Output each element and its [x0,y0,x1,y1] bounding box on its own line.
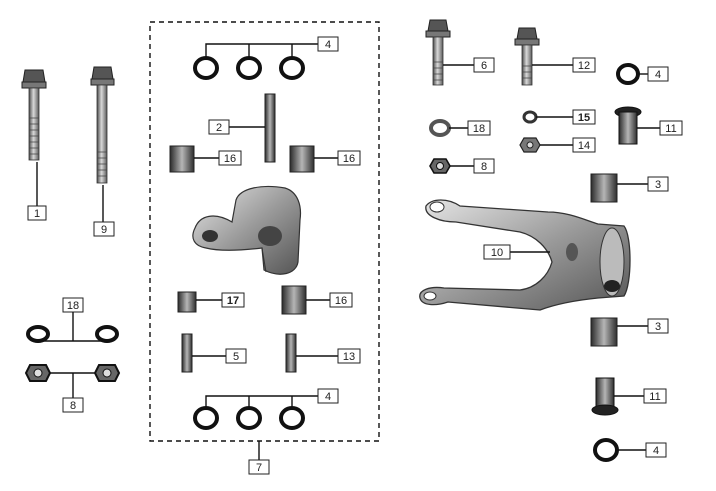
sleeve-11-bottom [591,377,619,416]
callout-3-bottom: 3 [647,318,669,334]
bolt-12 [514,27,540,86]
svg-text:6: 6 [481,60,487,72]
svg-text:5: 5 [233,351,239,363]
leader-18-left [41,312,103,342]
washer-18-left-b [95,325,119,343]
callout-16-c: 16 [329,292,353,308]
leader-4-top [205,43,318,60]
svg-text:14: 14 [578,140,590,152]
callout-7: 7 [248,459,270,475]
callout-14: 14 [572,137,596,153]
callout-5: 5 [225,348,247,364]
svg-text:10: 10 [491,247,503,259]
sleeve-11-top [614,106,642,145]
svg-text:4: 4 [325,391,331,403]
callout-6: 6 [473,57,495,73]
bushing-3-bottom [590,317,618,347]
bolt-1 [21,69,47,161]
nut-8-left-a [24,364,52,382]
svg-text:4: 4 [655,69,661,81]
callout-8-left: 8 [62,397,84,413]
callout-8-right: 8 [473,158,495,174]
nut-8-right [429,158,451,174]
svg-text:13: 13 [343,351,355,363]
callout-3-top: 3 [647,176,669,192]
washer-18-left-a [26,325,50,343]
callout-4-right-bottom: 4 [645,442,667,458]
callout-16-a: 16 [218,150,242,166]
nut-8-left-b [93,364,121,382]
callout-11-top: 11 [659,120,683,136]
svg-text:8: 8 [70,400,76,412]
washer-4-top-b [236,56,262,80]
pin-2 [264,93,276,163]
svg-text:16: 16 [343,153,355,165]
svg-text:16: 16 [224,153,236,165]
washer-4-bottom-a [193,406,219,430]
washer-4-right-top [616,63,640,85]
washer-15 [522,110,538,124]
svg-text:11: 11 [665,123,676,135]
leader-4-bottom [205,395,318,410]
svg-text:7: 7 [256,462,262,474]
svg-text:18: 18 [473,123,485,135]
svg-text:15: 15 [578,112,590,124]
bushing-17 [177,291,197,313]
svg-text:1: 1 [34,208,40,220]
washer-4-bottom-b [236,406,262,430]
bushing-16-c [281,285,307,315]
washer-4-bottom-c [279,406,305,430]
washer-4-right-bottom [593,438,619,462]
bushing-16-a [169,145,195,173]
nut-14 [519,137,541,153]
callout-18-right: 18 [467,120,491,136]
leader-8-left [50,372,95,398]
callout-16-b: 16 [337,150,361,166]
svg-text:12: 12 [578,60,590,72]
callout-13: 13 [337,348,361,364]
svg-text:8: 8 [481,161,487,173]
svg-text:4: 4 [653,445,659,457]
svg-text:11: 11 [649,391,660,403]
callout-9: 9 [93,221,115,237]
svg-text:3: 3 [655,321,661,333]
callout-1: 1 [27,205,47,221]
shock-linkage-fork [419,199,631,311]
callout-2: 2 [208,119,230,135]
svg-text:18: 18 [67,300,79,312]
bushing-3-top [590,173,618,203]
washer-4-top-a [193,56,219,80]
svg-text:3: 3 [655,179,661,191]
callout-4-top: 4 [317,36,339,52]
rocker-arm [192,185,302,275]
pin-5 [181,333,193,373]
bushing-16-b [289,145,315,173]
callout-11-bottom: 11 [643,388,667,404]
pin-13 [285,333,297,373]
callout-17: 17 [221,292,245,308]
callout-10: 10 [483,244,511,260]
callout-12: 12 [572,57,596,73]
svg-text:4: 4 [325,39,331,51]
bolt-9 [90,66,115,184]
callout-18-left: 18 [62,297,84,313]
bolt-6 [425,19,451,86]
svg-text:16: 16 [335,295,347,307]
svg-text:9: 9 [101,224,107,236]
callout-4-right-top: 4 [647,66,669,82]
callout-4-bottom: 4 [317,388,339,404]
svg-text:17: 17 [227,295,239,307]
washer-4-top-c [279,56,305,80]
svg-text:2: 2 [216,122,222,134]
washer-18-right [429,119,451,137]
callout-15: 15 [572,109,596,125]
